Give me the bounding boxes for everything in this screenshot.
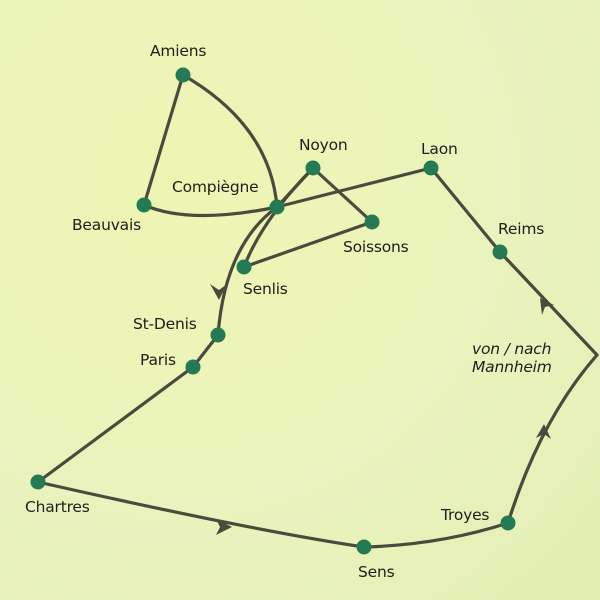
route-soissons-senlis [242,220,374,269]
station-amiens-dot[interactable] [175,67,191,83]
arrow-up-left-icon [540,298,554,315]
route-beauvais-compiegne [142,203,279,218]
station-dots [30,67,516,555]
route-sens-troyes [362,521,510,549]
station-reims-dot[interactable] [492,244,508,260]
station-senlis-dot[interactable] [236,259,252,275]
label-reims: Reims [498,220,545,238]
station-laon-dot[interactable] [423,160,439,176]
station-noyon-dot[interactable] [305,160,321,176]
route-amiens-beauvais [142,73,185,207]
station-soissons-dot[interactable] [364,214,380,230]
label-soissons: Soissons [343,238,409,256]
label-compiegne: Compiègne [172,178,259,196]
route-compiegne-stdenis [216,205,279,337]
route-reims-laon [429,166,502,254]
route-paris-chartres [36,365,195,484]
station-stdenis-dot[interactable] [210,327,226,343]
station-chartres-dot[interactable] [30,474,46,490]
station-troyes-dot[interactable] [500,515,516,531]
label-troyes: Troyes [441,506,490,524]
label-beauvais: Beauvais [72,216,141,234]
station-paris-dot[interactable] [185,359,201,375]
direction-arrows [210,284,554,535]
label-sens: Sens [358,563,395,581]
arrow-up-icon [536,424,551,439]
route-amiens-compiegne [181,73,279,209]
route-compiegne-laon [275,166,433,209]
label-senlis: Senlis [243,280,288,298]
route-chartres-sens [36,480,366,549]
route-senlis-noyon [242,166,315,269]
label-external-line2: Mannheim [472,357,552,376]
label-noyon: Noyon [299,136,348,154]
station-beauvais-dot[interactable] [136,197,152,213]
label-paris: Paris [140,351,176,369]
label-amiens: Amiens [150,42,207,60]
label-laon: Laon [421,140,458,158]
arrow-right-icon [216,519,232,535]
label-stdenis: St-Denis [133,315,197,333]
label-external-line1: von / nach [472,340,552,358]
route-noyon-soissons [311,166,374,224]
label-external-destination: von / nach Mannheim [472,340,552,377]
label-chartres: Chartres [25,498,90,516]
station-compiegne-dot[interactable] [269,199,285,215]
station-sens-dot[interactable] [356,539,372,555]
arrow-down-icon [210,284,227,300]
